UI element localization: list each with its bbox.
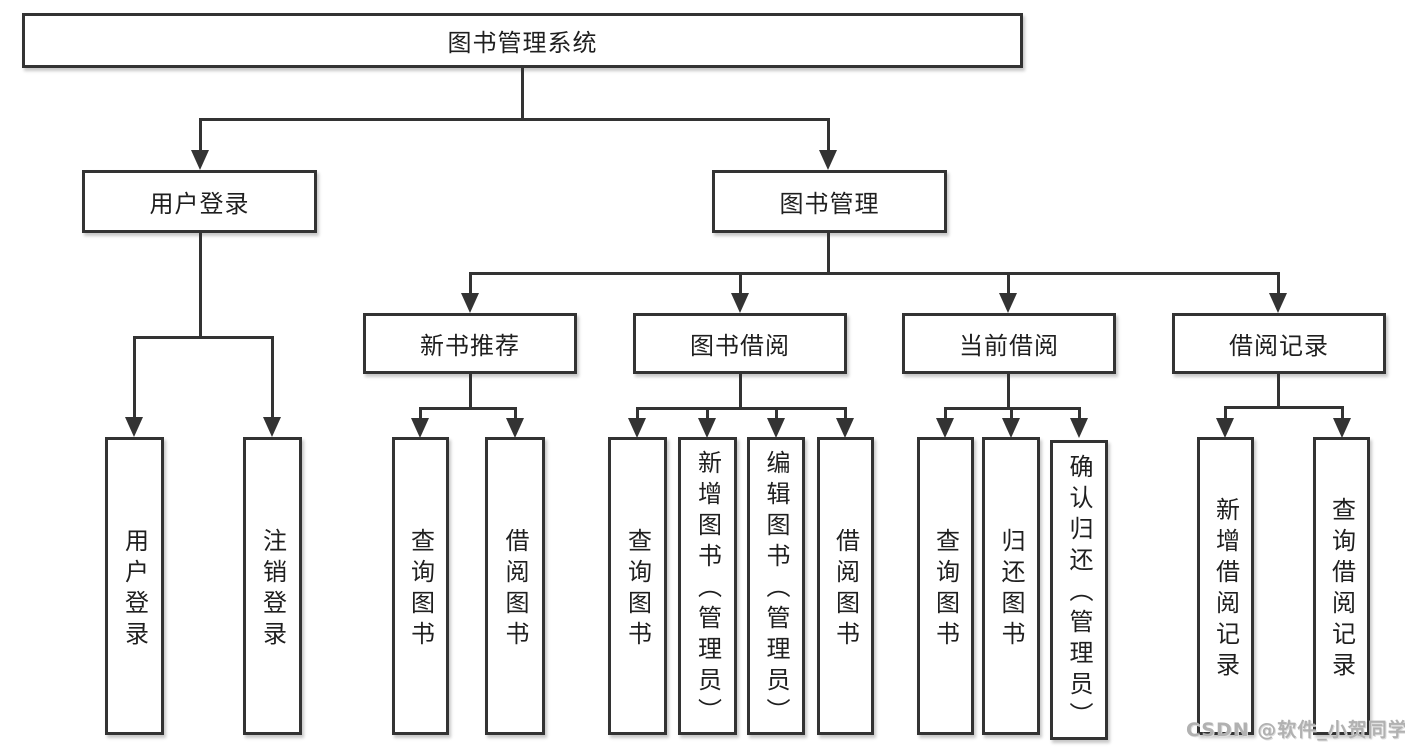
connector-root-branch — [198, 118, 830, 121]
connector-drop — [943, 407, 947, 421]
arrowhead — [1269, 293, 1287, 313]
arrowhead — [936, 418, 954, 438]
leaf-add-borrow-record: 新增借阅记录 — [1197, 437, 1254, 735]
leaf-confirm-return-admin: 确认归还（管理员） — [1050, 440, 1108, 740]
connector-userlogin-stem — [198, 232, 202, 336]
leaf-query-books-current: 查询图书 — [917, 437, 974, 735]
connector-recommend-branch — [418, 407, 517, 410]
node-current-borrow: 当前借阅 — [902, 313, 1116, 374]
node-label: 图书管理 — [779, 190, 880, 218]
leaf-label: 查询图书 — [406, 527, 435, 652]
connector-drop-new-recommend — [468, 272, 472, 296]
node-user-login: 用户登录 — [82, 170, 317, 233]
arrowhead — [698, 418, 716, 438]
arrowhead — [1216, 418, 1234, 438]
arrowhead — [999, 293, 1017, 313]
arrowhead — [263, 417, 281, 437]
connector-recommend-stem — [468, 373, 472, 409]
leaf-label: 用户登录 — [120, 527, 149, 652]
arrowhead — [411, 418, 429, 438]
leaf-query-books-recommend: 查询图书 — [392, 437, 449, 735]
node-label: 用户登录 — [149, 190, 250, 218]
arrowhead — [1002, 418, 1020, 438]
leaf-add-book-admin: 新增图书（管理员） — [678, 437, 737, 735]
arrowhead — [836, 418, 854, 438]
node-new-book-recommend: 新书推荐 — [363, 313, 577, 374]
leaf-return-book: 归还图书 — [982, 437, 1040, 735]
arrowhead — [1070, 418, 1088, 438]
connector-drop-current-borrow — [1006, 272, 1010, 296]
arrowhead — [125, 417, 143, 437]
node-label: 借阅记录 — [1229, 332, 1329, 360]
connector-records-stem — [1276, 373, 1280, 408]
connector-drop — [705, 407, 709, 421]
connector-drop — [1009, 407, 1013, 421]
leaf-label: 借阅图书 — [501, 527, 529, 652]
connector-borrow-branch — [635, 407, 847, 410]
node-label: 当前借阅 — [959, 332, 1059, 360]
connector-drop-book-borrow — [738, 272, 742, 296]
arrowhead — [628, 418, 646, 438]
arrowhead — [819, 150, 837, 170]
connector-userlogin-branch — [132, 336, 274, 339]
connector-bookmgmt-stem — [826, 232, 830, 272]
arrowhead — [1333, 418, 1351, 438]
leaf-query-books-borrow: 查询图书 — [608, 437, 667, 735]
connector-bookmgmt-branch — [468, 272, 1280, 275]
connector-current-stem — [1006, 373, 1010, 409]
leaf-logout: 注销登录 — [243, 437, 302, 735]
connector-drop — [774, 407, 778, 421]
connector-borrow-stem — [738, 373, 742, 409]
leaf-borrow-books-borrow: 借阅图书 — [817, 437, 874, 735]
leaf-label: 借阅图书 — [831, 527, 860, 652]
node-label: 新书推荐 — [420, 332, 520, 360]
connector-drop — [1077, 407, 1081, 421]
connector-drop — [1340, 406, 1344, 420]
connector-drop-book-management — [826, 118, 830, 154]
connector-drop-leaf-login — [132, 336, 136, 420]
leaf-label: 确认归还（管理员） — [1065, 454, 1093, 733]
leaf-label: 新增图书（管理员） — [693, 450, 722, 729]
leaf-label: 查询图书 — [623, 527, 652, 652]
connector-root-stem — [520, 68, 524, 118]
leaf-borrow-books-recommend: 借阅图书 — [485, 437, 545, 735]
leaf-label: 新增借阅记录 — [1211, 496, 1240, 683]
connector-drop — [1223, 406, 1227, 420]
connector-drop — [635, 407, 639, 421]
node-book-borrow: 图书借阅 — [633, 313, 847, 374]
connector-drop — [418, 407, 422, 421]
arrowhead — [731, 293, 749, 313]
leaf-label: 查询图书 — [931, 527, 960, 652]
connector-records-branch — [1223, 406, 1344, 409]
csdn-watermark: CSDN @软件_小贺同学 — [1186, 719, 1405, 741]
leaf-user-login: 用户登录 — [105, 437, 164, 735]
node-label: 图书管理系统 — [447, 29, 598, 57]
arrowhead — [506, 418, 524, 438]
leaf-query-borrow-record: 查询借阅记录 — [1313, 437, 1370, 735]
node-book-management: 图书管理 — [712, 170, 947, 233]
connector-drop — [513, 407, 517, 421]
node-label: 图书借阅 — [690, 332, 790, 360]
leaf-label: 注销登录 — [258, 527, 287, 652]
connector-drop-leaf-logout — [270, 336, 274, 420]
node-borrow-records: 借阅记录 — [1172, 313, 1386, 374]
arrowhead — [191, 150, 209, 170]
leaf-label: 归还图书 — [997, 527, 1025, 652]
connector-drop — [843, 407, 847, 421]
connector-drop-user-login — [198, 118, 202, 154]
leaf-edit-book-admin: 编辑图书（管理员） — [747, 437, 805, 735]
connector-drop-borrow-records — [1276, 272, 1280, 296]
arrowhead — [767, 418, 785, 438]
arrowhead — [461, 293, 479, 313]
leaf-label: 编辑图书（管理员） — [762, 450, 790, 729]
leaf-label: 查询借阅记录 — [1327, 496, 1356, 683]
node-root-library-system: 图书管理系统 — [22, 13, 1023, 68]
